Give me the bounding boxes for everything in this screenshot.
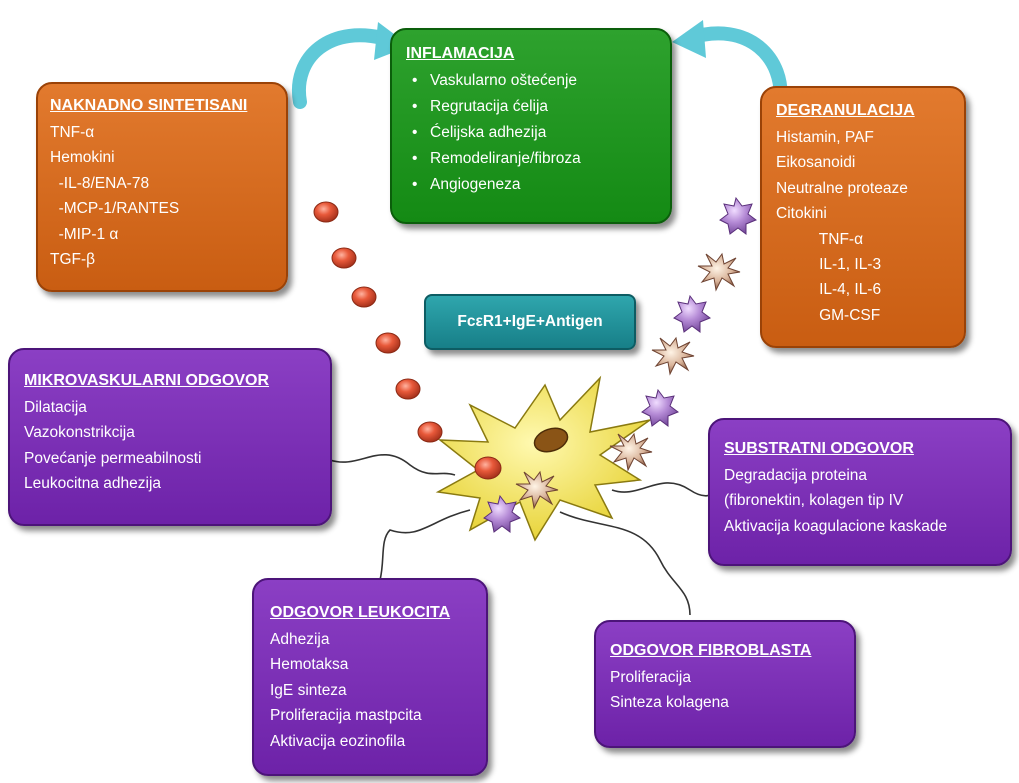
- substratni-line: Degradacija proteina: [724, 467, 868, 484]
- inflamacija-item: Ćelijska adhezija: [406, 120, 656, 146]
- degranulacija-line: IL-4, IL-6: [776, 281, 882, 299]
- cell-nucleus-icon: [533, 427, 569, 453]
- naknadno-line: Hemokini: [50, 149, 115, 167]
- granule-trail-left: [313, 201, 502, 480]
- degranulacija-box: DEGRANULACIJA Histamin, PAF Eikosanoidi …: [760, 86, 966, 348]
- mikrovaskularni-line: Leukocitna adhezija: [24, 475, 162, 493]
- inflamacija-item: Angiogeneza: [406, 172, 656, 198]
- naknadno-title: NAKNADNO SINTETISANI: [50, 97, 248, 114]
- leukocita-line: Adhezija: [270, 631, 330, 648]
- leukocita-line: IgE sinteza: [270, 681, 347, 699]
- naknadno-line: TNF-α: [50, 124, 95, 141]
- inflamacija-item: Remodeliranje/fibroza: [406, 146, 656, 172]
- naknadno-line: -IL-8/ENA-78: [50, 174, 150, 192]
- substratni-line: (fibronektin, kolagen tip IV: [724, 492, 904, 510]
- degranulacija-line: Citokini: [776, 205, 827, 223]
- inflamacija-item: Vaskularno oštećenje: [406, 68, 656, 94]
- fibroblasta-line: Sinteza kolagena: [610, 694, 729, 712]
- degranulacija-line: IL-1, IL-3: [776, 256, 882, 274]
- degranulacija-line: Histamin, PAF: [776, 129, 874, 146]
- mikrovaskularni-line: Povećanje permeabilnosti: [24, 449, 202, 467]
- mikrovaskularni-box: MIKROVASKULARNI ODGOVOR Dilatacija Vazok…: [8, 348, 332, 526]
- connector-fibroblasta: [559, 511, 691, 616]
- leukocita-line: Aktivacija eozinofila: [270, 732, 406, 750]
- mast-cell-icon: [435, 375, 651, 542]
- inflamacija-title: INFLAMACIJA: [406, 45, 515, 62]
- naknadno-sintetisani-box: NAKNADNO SINTETISANI TNF-α Hemokini -IL-…: [36, 82, 288, 292]
- leukocita-title: ODGOVOR LEUKOCITA: [270, 604, 451, 621]
- leukocita-line: Proliferacija mastpcita: [270, 707, 422, 725]
- mikrovaskularni-line: Dilatacija: [24, 399, 87, 416]
- granule-trail-right: [483, 196, 758, 533]
- naknadno-line: TGF-β: [50, 251, 96, 269]
- connector-substratni: [611, 482, 721, 497]
- inflamacija-item: Regrutacija ćelija: [406, 94, 656, 120]
- leukocita-box: ODGOVOR LEUKOCITA Adhezija Hemotaksa IgE…: [252, 578, 488, 776]
- fibroblasta-line: Proliferacija: [610, 669, 691, 686]
- naknadno-line: -MIP-1 α: [50, 225, 119, 243]
- connector-leukocita: [379, 509, 471, 581]
- leukocita-line: Hemotaksa: [270, 656, 349, 674]
- inflamacija-list: Vaskularno oštećenje Regrutacija ćelija …: [406, 68, 656, 198]
- mikrovaskularni-line: Vazokonstrikcija: [24, 424, 135, 442]
- degranulacija-line: TNF-α: [776, 230, 864, 248]
- degranulacija-line: Eikosanoidi: [776, 154, 856, 172]
- degranulacija-title: DEGRANULACIJA: [776, 102, 915, 119]
- mikrovaskularni-title: MIKROVASKULARNI ODGOVOR: [24, 372, 270, 389]
- arrow-left-curve: [291, 28, 397, 109]
- degranulacija-line: GM-CSF: [776, 306, 881, 324]
- substratni-title: SUBSTRATNI ODGOVOR: [724, 440, 914, 457]
- receptor-label-box: FcεR1+IgE+Antigen: [424, 294, 636, 350]
- receptor-label: FcεR1+IgE+Antigen: [457, 313, 603, 330]
- fibroblasta-title: ODGOVOR FIBROBLASTA: [610, 642, 812, 659]
- degranulacija-line: Neutralne proteaze: [776, 179, 908, 197]
- inflamacija-box: INFLAMACIJA Vaskularno oštećenje Regruta…: [390, 28, 672, 224]
- naknadno-line: -MCP-1/RANTES: [50, 200, 180, 218]
- fibroblasta-box: ODGOVOR FIBROBLASTA Proliferacija Sintez…: [594, 620, 856, 748]
- connector-mikrovaskularni: [329, 454, 456, 476]
- arrow-right-head: [672, 20, 706, 58]
- substratni-box: SUBSTRATNI ODGOVOR Degradacija proteina …: [708, 418, 1012, 566]
- substratni-line: Aktivacija koagulacione kaskade: [724, 517, 948, 535]
